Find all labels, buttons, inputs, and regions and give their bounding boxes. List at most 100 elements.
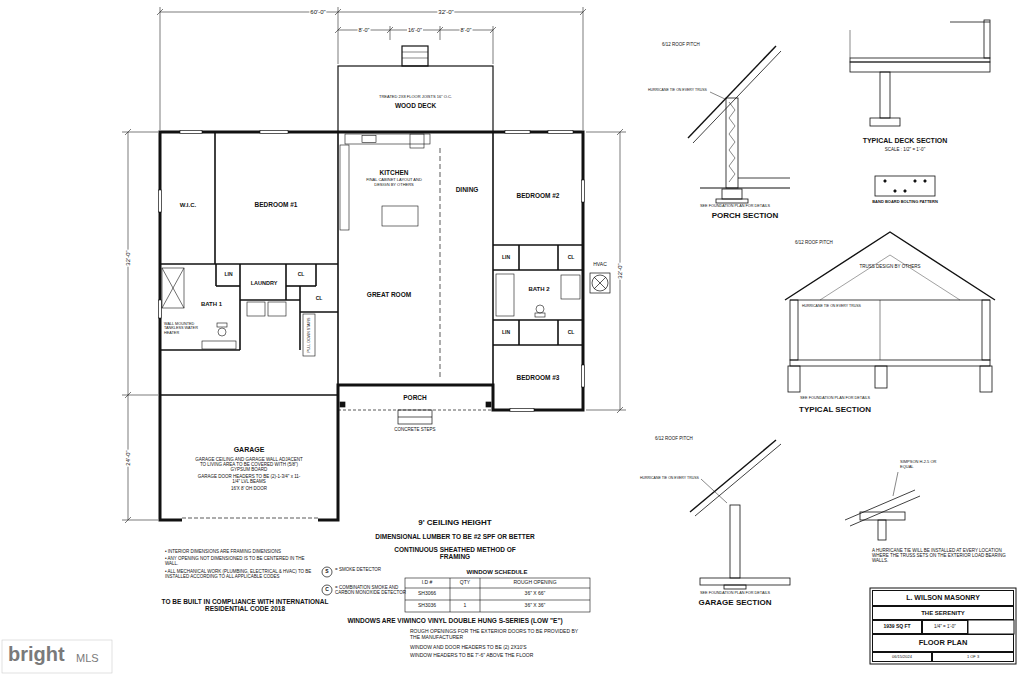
deck-section-drawing [875,176,935,196]
room-name: W.I.C. [180,202,196,209]
general-note: WINDOW AND DOOR HEADERS TO BE (2) 2X10'S [410,645,527,651]
hurricane-tie-detail [850,496,920,526]
deck-outline [338,46,493,132]
hurricane-tie-detail [845,490,915,520]
fixtures [162,268,184,308]
deck-section-drawing [904,190,906,192]
section-title: TYPICAL DECK SECTION [863,137,948,145]
general-note: • ALL MECHANICAL WORK (PLUMBING, ELECTRI… [165,569,315,579]
hurricane-tie-detail [878,520,886,540]
interior-walls [160,349,240,351]
room-label-box: BEDROOM #1 [218,150,334,260]
section-title: GARAGE SECTION [699,598,772,607]
interior-walls [518,245,520,270]
detector-symbols [322,567,332,595]
room-note: WOOD DECK [395,102,436,109]
porch-section-drawing [688,46,790,203]
plan-note: PULL DOWN STAIRS [307,318,311,353]
dimension-lines [157,9,586,33]
legend-text: = SMOKE DETECTOR [335,567,410,572]
garage-section-drawing [690,440,776,512]
beam-line [440,148,441,380]
section-title: TYPICAL SECTION [799,405,871,414]
room-note: FINAL CABINET LAYOUT AND DESIGN BY OTHER… [359,178,429,187]
interior-walls [557,320,559,345]
window-schedule-table [405,600,590,601]
room-label-box: LIN [218,266,239,284]
plan-note: CONCRETE STEPS [394,427,435,432]
dimension-text: 8'-0" [460,27,473,33]
porch-section-drawing [722,189,742,199]
title-block-frame [870,588,1016,664]
exterior-walls [160,132,583,520]
interior-walls [286,285,316,287]
table-cell: WINDOW SCHEDULE [467,569,528,576]
window-schedule-table [405,588,590,589]
garage-section-drawing [690,440,790,589]
callout-note: SIMPSON H-2.5 OR EQUAL [900,460,940,469]
window-schedule-table [480,578,481,612]
room-name: BEDROOM #3 [517,374,560,381]
title-block-text: L. WILSON MASONRY [906,594,980,602]
garage-section-drawing [700,578,790,585]
legend-text: = COMBINATION SMOKE AND CARBON MONOXIDE … [335,585,410,595]
porch-section-drawing [726,98,738,188]
room-label-box: BEDROOM #2 [497,150,579,242]
room-label-box: TREATED 2X8 FLOOR JOISTS 16" O.C.WOOD DE… [345,78,486,126]
title-block-frame [968,620,1014,634]
windows [159,131,585,412]
room-name: BATH 2 [528,286,549,293]
dimension-lines [440,26,441,40]
dimension-text: 32'-0" [125,249,132,266]
dimension-lines [160,7,161,130]
interior-walls [160,132,583,395]
room-label-box: CL [561,323,581,342]
room-name: DINING [456,186,479,193]
title-block-text: 06/15/2024 [892,655,912,660]
fixtures [247,302,265,316]
garage-door [182,518,318,519]
interior-walls [299,286,301,350]
dimension-lines [160,12,583,13]
callout-note: 6/12 ROOF PITCH [662,42,700,47]
windows [159,300,162,318]
callout-note: BAND BOARD BOLTING PATTERN [872,200,938,205]
table-cell: SH3036 [418,603,436,609]
typical-section-drawing [982,300,990,360]
title-block-frame [870,588,1016,664]
typical-section-drawing [820,255,960,300]
windows [505,131,530,134]
room-label-box: GARAGEGARAGE CEILING AND GARAGE WALL ADJ… [168,425,330,513]
table-cell: SH3066 [418,591,436,597]
callout-note: HURRICANE TIE ON EVERY TRUSS [648,88,707,92]
deck-section-drawing [884,180,886,182]
fixtures [162,134,580,356]
porch-details [340,402,345,407]
typical-section-drawing [788,366,800,392]
detector-letter: S [325,569,328,575]
fixtures [268,302,286,316]
room-name: BEDROOM #1 [255,201,298,208]
exterior-walls [160,132,583,520]
windows [548,131,573,134]
dimension-lines [390,26,391,40]
deck-outline [402,52,428,53]
interior-walls [214,132,216,264]
deck-section-drawing [914,180,916,182]
hurricane-tie-detail [845,472,920,540]
interior-walls [285,264,287,300]
watermark: bright [8,643,65,666]
plan-note: HVAC [593,262,607,268]
title-block-text: 1939 SQ FT [883,624,910,630]
room-name: LAUNDRY [251,280,278,286]
room-note: GARAGE CEILING AND GARAGE WALL ADJACENT … [194,457,304,473]
title-block-cell: 1/4" = 1'-0" [922,620,968,634]
deck-section-drawing [984,20,990,58]
general-note: WINDOW HEADERS TO BE 7'-6" ABOVE THE FLO… [410,653,533,659]
hurricane-tie-detail [893,472,898,496]
fixtures [382,206,418,226]
room-label-box: LIN [496,323,516,342]
garage-door [182,518,318,520]
fixtures [340,145,349,230]
typical-section-drawing [785,232,995,300]
